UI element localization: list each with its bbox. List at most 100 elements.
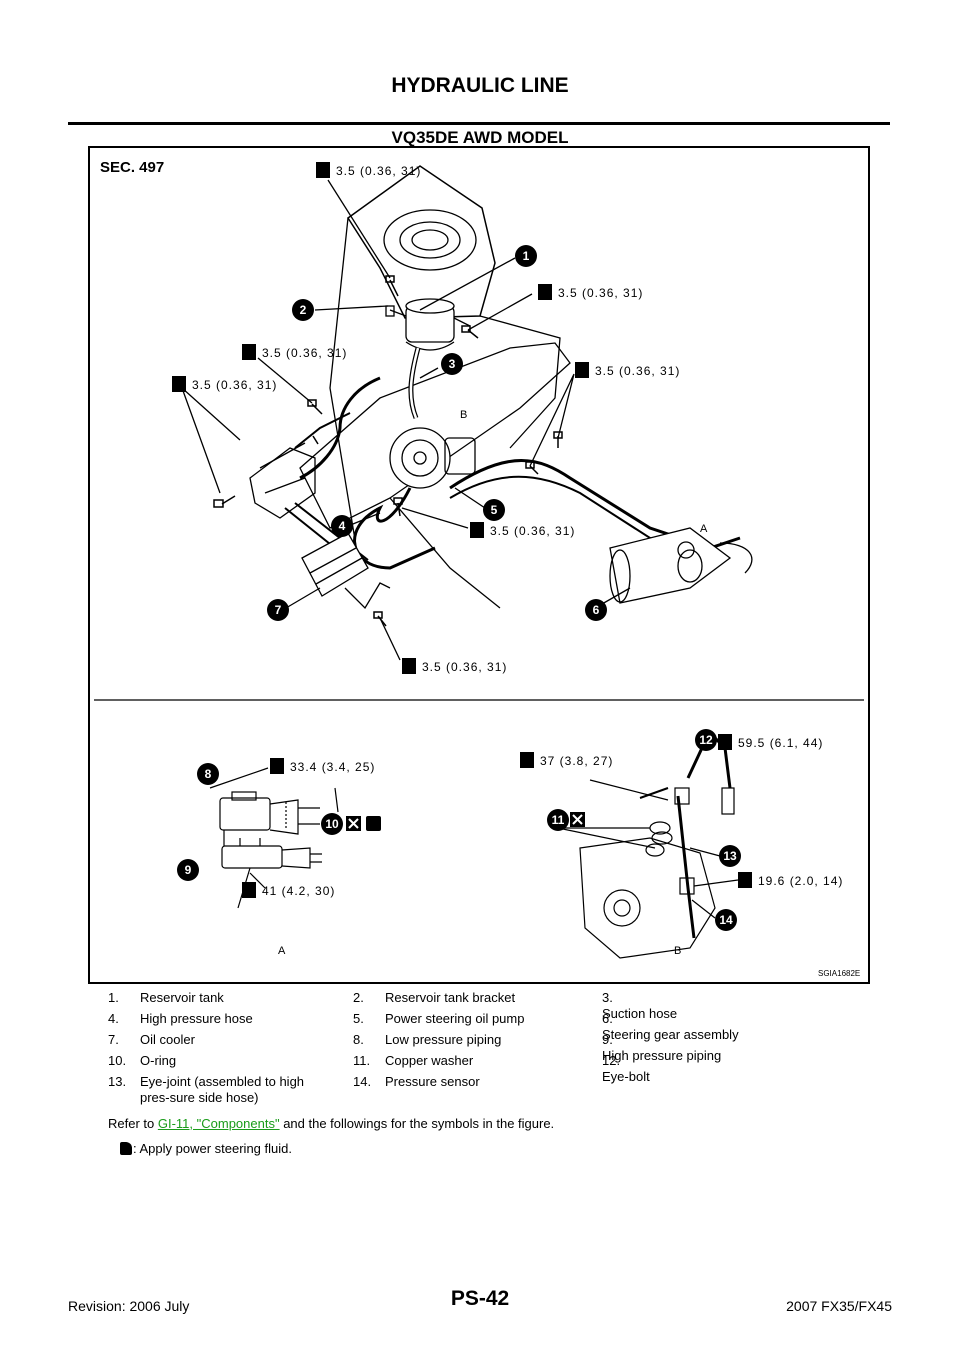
legend-row: 10.O-ring 11.Copper washer 12.Eye-bolt xyxy=(108,1053,808,1084)
apply-fluid-note: : Apply power steering fluid. xyxy=(120,1141,292,1156)
torque-icon xyxy=(242,882,256,898)
footer-model: 2007 FX35/FX45 xyxy=(786,1298,892,1314)
refer-prefix: Refer to xyxy=(108,1116,158,1131)
upper-callouts: 1 2 3 4 5 6 7 xyxy=(267,245,607,621)
apply-fluid-text: : Apply power steering fluid. xyxy=(133,1141,292,1156)
diagram-svg: SEC. 497 xyxy=(94,159,864,978)
legend-item: 11.Copper washer xyxy=(353,1053,474,1068)
callout-5: 5 xyxy=(483,499,505,521)
legend-row: 7.Oil cooler 8.Low pressure piping 9.Hig… xyxy=(108,1032,808,1063)
apply-fluid-icon xyxy=(120,1142,132,1155)
torque-icon xyxy=(718,734,732,750)
torque-label-low-pressure: 33.4 (3.4, 25) xyxy=(290,760,375,774)
legend-item: 9.High pressure piping xyxy=(602,1032,722,1063)
callout-12: 12 xyxy=(695,729,717,751)
footer-revision: Revision: 2006 July xyxy=(68,1298,190,1314)
torque-label-reservoir: 3.5 (0.36, 31) xyxy=(558,286,643,300)
legend-item: 5.Power steering oil pump xyxy=(353,1011,525,1026)
callout-2: 2 xyxy=(292,299,314,321)
legend-item: 2.Reservoir tank bracket xyxy=(353,990,516,1005)
sec-label: SEC. 497 xyxy=(100,159,164,176)
svg-text:6: 6 xyxy=(593,603,600,617)
legend-item: 6.Steering gear assembly xyxy=(602,1011,739,1042)
view-a-specs: 33.4 (3.4, 25) 41 (4.2, 30) A xyxy=(242,758,381,957)
legend-item: 14.Pressure sensor xyxy=(353,1074,480,1089)
torque-label-left: 3.5 (0.36, 31) xyxy=(192,378,277,392)
svg-text:8: 8 xyxy=(205,767,212,781)
svg-text:1: 1 xyxy=(523,249,530,263)
torque-icon xyxy=(575,362,589,378)
torque-label-high-pressure: 41 (4.2, 30) xyxy=(262,884,335,898)
torque-icon xyxy=(738,872,752,888)
view-a-callouts: 8 9 10 xyxy=(177,763,343,881)
torque-icon xyxy=(242,344,256,360)
legend-item: 4.High pressure hose xyxy=(108,1011,253,1026)
page-number: PS-42 xyxy=(450,1287,510,1310)
svg-text:14: 14 xyxy=(719,913,733,927)
upper-torque-specs: 3.5 (0.36, 31) 3.5 (0.36, 31) 3.5 (0.36,… xyxy=(172,162,680,674)
view-label-b: B xyxy=(674,945,682,957)
legend-item: 1.Reservoir tank xyxy=(108,990,224,1005)
torque-label-pump: 3.5 (0.36, 31) xyxy=(490,524,575,538)
detail-mark-b: B xyxy=(460,409,467,421)
callout-4: 4 xyxy=(331,515,353,537)
legend-item: 10.O-ring xyxy=(108,1053,177,1068)
torque-label-cooler: 3.5 (0.36, 31) xyxy=(422,660,507,674)
callout-11: 11 xyxy=(547,809,569,831)
svg-text:7: 7 xyxy=(275,603,282,617)
svg-text:9: 9 xyxy=(185,863,192,877)
torque-icon xyxy=(316,162,330,178)
callout-9: 9 xyxy=(177,859,199,881)
components-link[interactable]: GI-11, "Components" xyxy=(157,1116,280,1131)
view-b-callouts: 11 12 13 14 xyxy=(547,729,741,931)
title-divider xyxy=(68,122,890,125)
torque-label-eye-bolt: 37 (3.8, 27) xyxy=(540,754,613,768)
callout-6: 6 xyxy=(585,599,607,621)
parts-legend: 1.Reservoir tank 2.Reservoir tank bracke… xyxy=(108,990,808,1116)
section-title: VQ35DE AWD MODEL xyxy=(391,128,569,147)
refer-note: Refer to GI-11, "Components" and the fol… xyxy=(108,1116,554,1131)
apply-fluid-icon xyxy=(366,816,381,831)
torque-icon xyxy=(270,758,284,774)
legend-row: 13.Eye-joint (assembled to high pres-sur… xyxy=(108,1074,808,1116)
refer-suffix: and the followings for the symbols in th… xyxy=(279,1116,555,1131)
callout-13: 13 xyxy=(719,845,741,867)
legend-item: 12.Eye-bolt xyxy=(602,1053,650,1084)
callout-8: 8 xyxy=(197,763,219,785)
callout-1: 1 xyxy=(515,245,537,267)
torque-icon xyxy=(520,752,534,768)
figure-code: SGIA1682E xyxy=(818,969,860,978)
svg-text:12: 12 xyxy=(699,733,713,747)
view-b-specs: 37 (3.8, 27) 59.5 (6.1, 44) 19.6 (2.0, 1… xyxy=(520,734,843,957)
torque-icon xyxy=(470,522,484,538)
callout-10: 10 xyxy=(321,813,343,835)
torque-icon xyxy=(538,284,552,300)
legend-item: 13.Eye-joint (assembled to high pres-sur… xyxy=(108,1074,305,1105)
svg-text:5: 5 xyxy=(491,503,498,517)
torque-label-top: 3.5 (0.36, 31) xyxy=(336,164,421,178)
legend-item: 7.Oil cooler xyxy=(108,1032,195,1047)
legend-item: 3.Suction hose xyxy=(602,990,678,1021)
detail-view-b-drawing xyxy=(557,736,739,959)
torque-label-eye-joint: 59.5 (6.1, 44) xyxy=(738,736,823,750)
callout-3: 3 xyxy=(441,353,463,375)
svg-text:4: 4 xyxy=(339,519,346,533)
svg-text:10: 10 xyxy=(325,817,339,831)
legend-item: 8.Low pressure piping xyxy=(353,1032,502,1047)
torque-label-right: 3.5 (0.36, 31) xyxy=(595,364,680,378)
svg-text:2: 2 xyxy=(300,303,307,317)
svg-text:3: 3 xyxy=(449,357,456,371)
legend-row: 1.Reservoir tank 2.Reservoir tank bracke… xyxy=(108,990,808,1021)
torque-label-sensor: 19.6 (2.0, 14) xyxy=(758,874,843,888)
callout-14: 14 xyxy=(715,909,737,931)
detail-mark-a: A xyxy=(700,523,708,535)
svg-text:13: 13 xyxy=(723,849,737,863)
torque-label-bracket: 3.5 (0.36, 31) xyxy=(262,346,347,360)
engine-bay-drawing xyxy=(181,165,753,661)
parts-diagram: SEC. 497 xyxy=(88,146,870,984)
torque-icon xyxy=(172,376,186,392)
view-label-a: A xyxy=(278,945,286,957)
torque-icon xyxy=(402,658,416,674)
page-title: HYDRAULIC LINE xyxy=(391,74,569,97)
callout-7: 7 xyxy=(267,599,289,621)
